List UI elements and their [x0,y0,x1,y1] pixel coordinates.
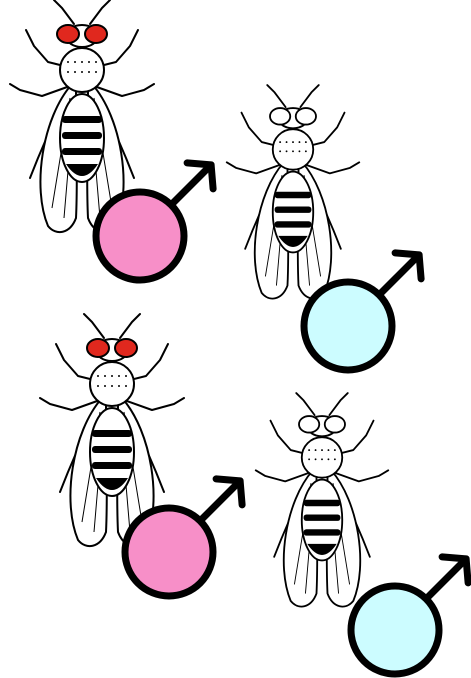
left-eye [299,416,319,433]
left-eye [270,108,290,125]
left-eye [87,339,109,357]
right-eye [325,416,345,433]
right-eye [115,339,137,357]
right-eye [296,108,316,125]
right-eye [85,25,107,43]
fruit-fly-white-eye [227,85,359,299]
left-eye [57,25,79,43]
male-symbol-icon [351,557,468,674]
fruit-fly-white-eye [256,393,388,607]
